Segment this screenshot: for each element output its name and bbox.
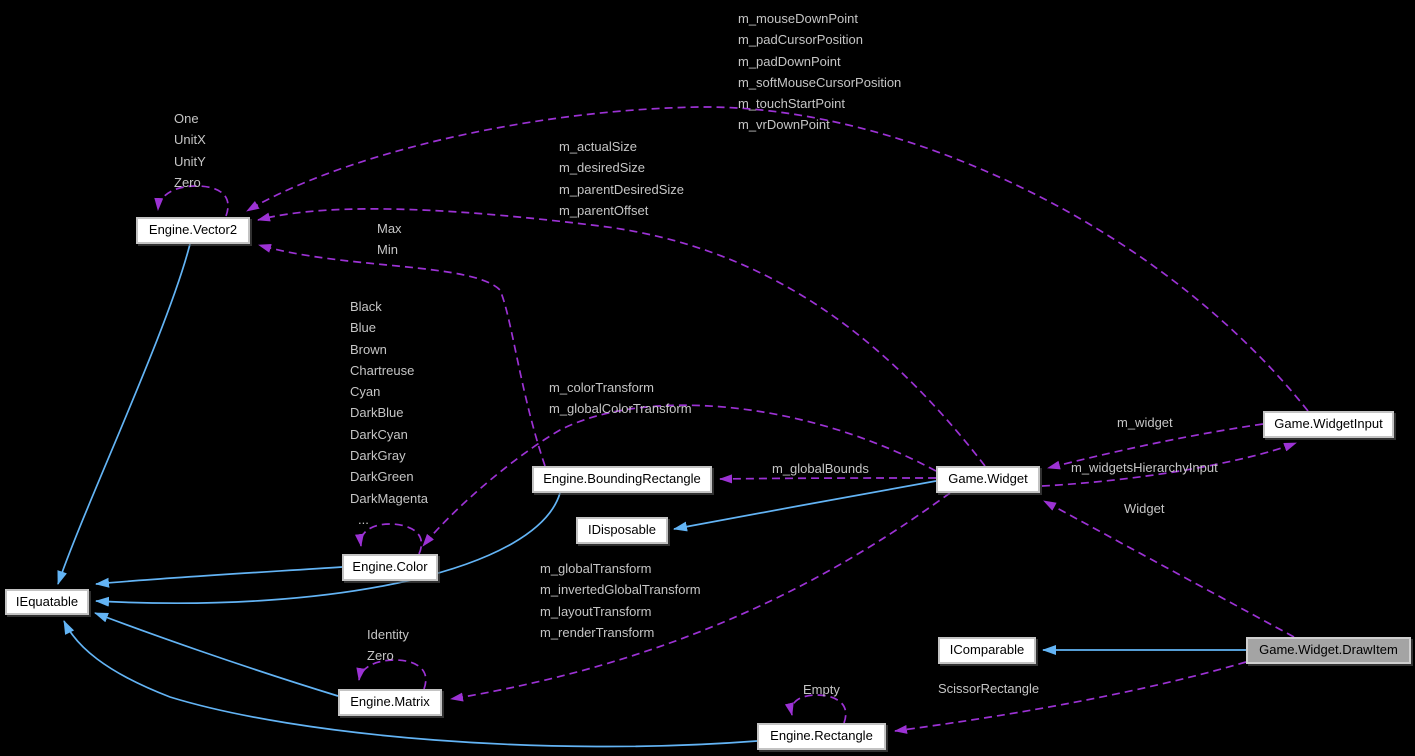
edge-rectangle-self-loop <box>784 694 847 724</box>
edge-color-self-loop <box>354 523 423 555</box>
node-engine-matrix[interactable]: Engine.Matrix <box>338 689 442 716</box>
edge-label-widget-vector2: m_actualSize m_desiredSize m_parentDesir… <box>559 139 685 218</box>
edge-label-widgetinput-vector2: m_mouseDownPoint m_padCursorPosition m_p… <box>738 11 902 133</box>
edge-label-widget-matrix: m_globalTransform m_invertedGlobalTransf… <box>540 561 701 640</box>
edge-color-to-iequatable <box>95 566 343 588</box>
edge-label-widget-boundingrectangle: m_globalBounds <box>772 461 869 476</box>
edge-widget-to-matrix <box>450 492 951 702</box>
edge-boundingrectangle-to-vector2 <box>258 244 546 467</box>
edge-label-drawitem-widget: Widget <box>1124 501 1165 516</box>
node-idisposable[interactable]: IDisposable <box>576 517 668 544</box>
edge-widget-to-idisposable <box>673 480 937 532</box>
edge-matrix-to-iequatable <box>94 612 339 697</box>
edge-drawitem-to-widget <box>1043 500 1295 638</box>
edge-widget-to-color <box>422 404 937 547</box>
edge-label-widget-widgetinput: m_widgetsHierarchyInput <box>1071 460 1218 475</box>
edge-label-boundingrectangle-vector2: Max Min <box>377 221 402 258</box>
edge-widget-to-boundingrectangle <box>719 474 937 484</box>
edge-widget-to-vector2 <box>257 208 986 467</box>
edge-vector2-self-loop <box>154 185 229 217</box>
node-game-widgetinput[interactable]: Game.WidgetInput <box>1263 411 1394 438</box>
edge-widgetinput-to-widget <box>1047 423 1264 470</box>
edge-label-rectangle-self: Empty <box>803 682 840 697</box>
node-icomparable[interactable]: IComparable <box>938 637 1036 664</box>
edge-widgetinput-to-vector2 <box>246 106 1309 412</box>
node-engine-boundingrectangle[interactable]: Engine.BoundingRectangle <box>532 466 712 493</box>
edge-label-matrix-self: Identity Zero <box>367 627 409 664</box>
edge-label-vector2-self: One UnitX UnitY Zero <box>174 111 206 190</box>
node-engine-rectangle[interactable]: Engine.Rectangle <box>757 723 886 750</box>
edge-label-color-self: Black Blue Brown Chartreuse Cyan DarkBlu… <box>350 299 429 527</box>
edge-drawitem-to-rectangle <box>894 661 1247 734</box>
node-engine-color[interactable]: Engine.Color <box>342 554 438 581</box>
edge-label-widget-color: m_colorTransform m_globalColorTransform <box>549 380 692 417</box>
edge-rectangle-to-iequatable <box>63 620 758 748</box>
edge-boundingrectangle-to-iequatable <box>95 492 561 607</box>
node-engine-vector2[interactable]: Engine.Vector2 <box>136 217 250 244</box>
edge-label-drawitem-rectangle: ScissorRectangle <box>938 681 1040 696</box>
edge-label-widgetinput-widget: m_widget <box>1117 415 1173 430</box>
node-game-widget[interactable]: Game.Widget <box>936 466 1040 493</box>
edge-matrix-self-loop <box>356 659 427 690</box>
node-game-widget-drawitem[interactable]: Game.Widget.DrawItem <box>1246 637 1411 664</box>
edge-vector2-to-iequatable <box>57 243 191 585</box>
node-iequatable[interactable]: IEquatable <box>5 589 89 615</box>
